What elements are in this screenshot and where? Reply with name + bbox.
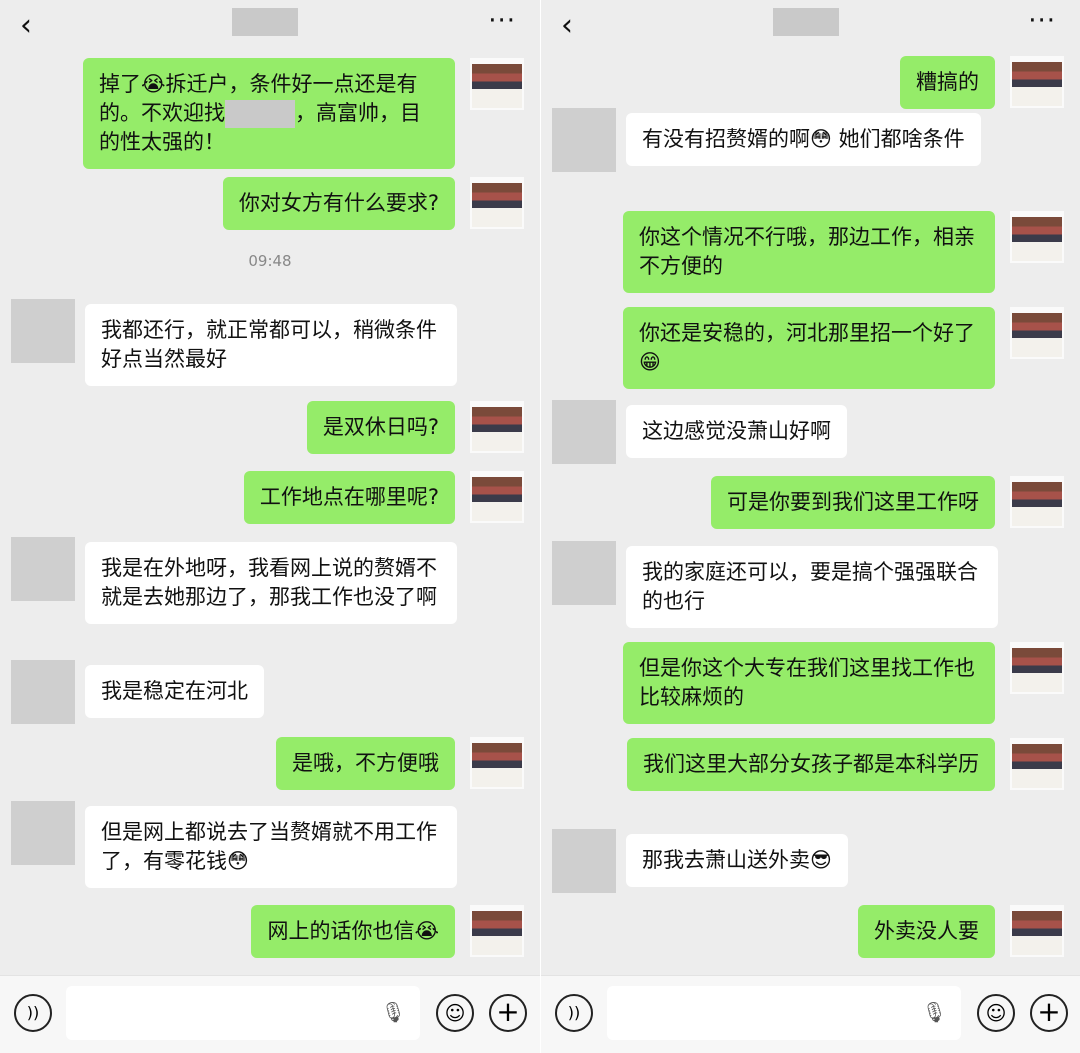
chevron-left-icon[interactable]: ‹ [20,8,32,43]
contact-avatar[interactable] [552,108,616,172]
input-bar: )) 🎙 ☺ + [541,975,1080,1053]
plus-icon[interactable]: + [1030,994,1068,1032]
message-bubble-me[interactable]: 糟搞的 [900,56,995,109]
contact-avatar[interactable] [11,537,75,601]
contact-avatar[interactable] [552,541,616,605]
my-avatar[interactable] [470,177,524,229]
chat-title-redacted [773,8,839,36]
voice-icon[interactable]: )) [14,994,52,1032]
chevron-left-icon[interactable]: ‹ [561,8,573,43]
message-bubble-me[interactable]: 工作地点在哪里呢? [243,471,455,524]
message-bubble-other[interactable]: 但是网上都说去了当赘婿就不用工作了，有零花钱😳 [85,806,457,888]
message-bubble-me[interactable]: 是哦，不方便哦 [276,737,455,790]
chat-panel-left: 09:48 掉了😭拆迁户，条件好一点还是有的。不欢迎找，高富帅，目的性太强的！ 你对… [0,0,540,1053]
my-avatar[interactable] [1010,476,1064,528]
input-bar: )) 🎙 ☺ + [0,975,540,1053]
voice-icon[interactable]: )) [555,994,593,1032]
my-avatar[interactable] [470,401,524,453]
message-bubble-other[interactable]: 我是在外地呀，我看网上说的赘婿不就是去她那边了，那我工作也没了啊 [85,542,457,624]
contact-avatar[interactable] [11,299,75,363]
message-bubble-me[interactable]: 可是你要到我们这里工作呀 [711,476,995,529]
chat-title-redacted [232,8,298,36]
message-bubble-me[interactable]: 掉了😭拆迁户，条件好一点还是有的。不欢迎找，高富帅，目的性太强的！ [83,58,455,169]
my-avatar[interactable] [470,905,524,957]
chat-panel-right: 糟搞的有没有招赘婿的啊😳 她们都啥条件你这个情况不行哦，那边工作，相亲不方便的你… [540,0,1080,1053]
message-list[interactable]: 09:48 掉了😭拆迁户，条件好一点还是有的。不欢迎找，高富帅，目的性太强的！ 你对… [0,0,540,975]
my-avatar[interactable] [1010,211,1064,263]
message-input[interactable]: 🎙 [607,986,961,1040]
my-avatar[interactable] [470,58,524,110]
contact-avatar[interactable] [11,801,75,865]
chat-header: ‹ ··· [541,0,1080,52]
message-bubble-me[interactable]: 外卖没人要 [858,905,995,958]
message-bubble-other[interactable]: 这边感觉没萧山好啊 [626,405,847,458]
message-bubble-other[interactable]: 那我去萧山送外卖😎 [626,834,848,887]
message-bubble-other[interactable]: 我的家庭还可以，要是搞个强强联合的也行 [626,546,998,628]
my-avatar[interactable] [470,471,524,523]
more-icon[interactable]: ··· [1028,6,1056,36]
message-bubble-me[interactable]: 是双休日吗? [306,401,455,454]
message-bubble-me[interactable]: 你这个情况不行哦，那边工作，相亲不方便的 [623,211,995,293]
message-list[interactable]: 糟搞的有没有招赘婿的啊😳 她们都啥条件你这个情况不行哦，那边工作，相亲不方便的你… [541,0,1080,975]
message-bubble-me[interactable]: 你还是安稳的，河北那里招一个好了😁 [623,307,995,389]
message-input[interactable]: 🎙 [66,986,420,1040]
contact-avatar[interactable] [11,660,75,724]
mic-icon[interactable]: 🎙 [921,1000,947,1024]
my-avatar[interactable] [1010,905,1064,957]
timestamp: 09:48 [248,252,292,270]
message-bubble-me[interactable]: 网上的话你也信😭 [251,905,455,958]
my-avatar[interactable] [1010,642,1064,694]
my-avatar[interactable] [1010,56,1064,108]
message-bubble-other[interactable]: 我是稳定在河北 [85,665,264,718]
message-bubble-me[interactable]: 我们这里大部分女孩子都是本科学历 [627,738,995,791]
mic-icon[interactable]: 🎙 [380,1000,406,1024]
message-bubble-other[interactable]: 有没有招赘婿的啊😳 她们都啥条件 [626,113,981,166]
contact-avatar[interactable] [552,400,616,464]
emoji-icon[interactable]: ☺ [977,994,1015,1032]
message-bubble-me[interactable]: 你对女方有什么要求? [222,177,455,230]
my-avatar[interactable] [1010,307,1064,359]
my-avatar[interactable] [1010,738,1064,790]
my-avatar[interactable] [470,737,524,789]
more-icon[interactable]: ··· [488,6,516,36]
plus-icon[interactable]: + [489,994,527,1032]
message-bubble-other[interactable]: 我都还行，就正常都可以，稍微条件好点当然最好 [85,304,457,386]
redacted-text [225,100,295,128]
contact-avatar[interactable] [552,829,616,893]
message-bubble-me[interactable]: 但是你这个大专在我们这里找工作也比较麻烦的 [623,642,995,724]
emoji-icon[interactable]: ☺ [436,994,474,1032]
chat-header: ‹ ··· [0,0,540,52]
